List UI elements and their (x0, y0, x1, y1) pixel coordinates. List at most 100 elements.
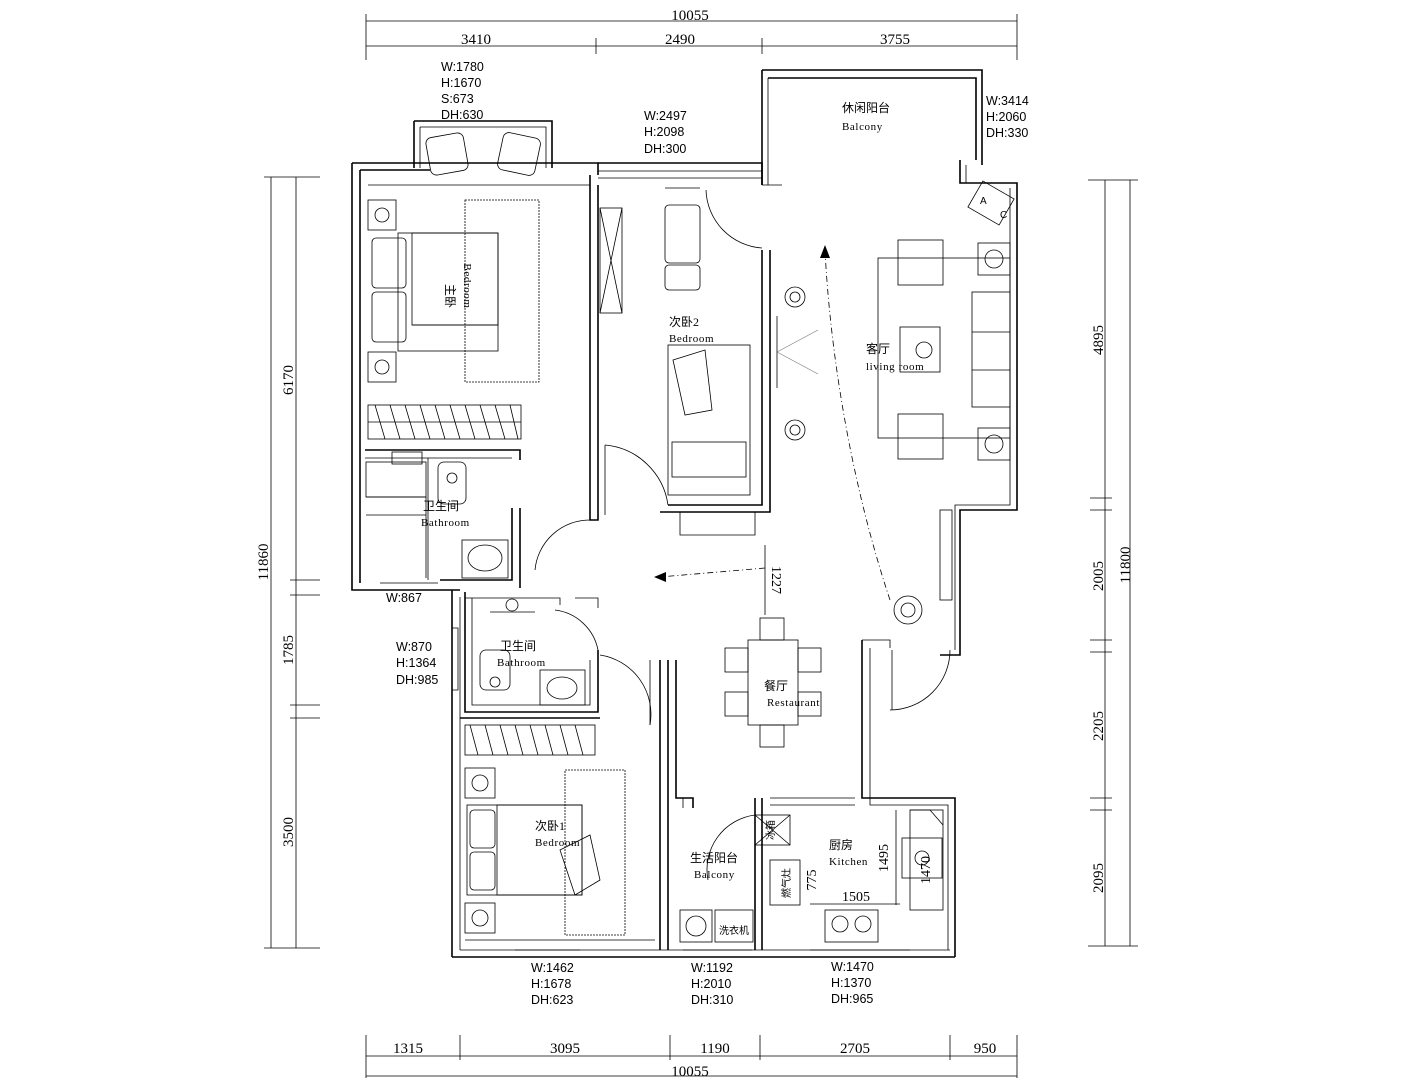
right-dimension-chain: 11800 4895 2005 2205 2095 (1088, 179, 1138, 947)
window-note-kitchen-south: W:1470 H:1370 DH:965 (831, 960, 874, 1006)
svg-text:卫生间: 卫生间 (500, 639, 536, 653)
room-label-kitchen: 厨房 Kitchen (829, 837, 868, 868)
bottom-dimension-4: 2705 (840, 1041, 870, 1057)
room-label-living-room: 客厅 living room (866, 341, 924, 373)
room-label-bedroom1: 次卧1 Bedroom (535, 819, 580, 849)
ac-label-a: A (980, 196, 987, 207)
room-label-restaurant: 餐厅 Restaurant (764, 678, 820, 709)
window-note-leisure-balcony: W:3414 H:2060 DH:330 (986, 94, 1029, 140)
svg-text:H:1670: H:1670 (441, 76, 481, 90)
right-dimension-4: 2095 (1091, 863, 1107, 893)
svg-text:Balcony: Balcony (694, 869, 735, 881)
svg-text:living room: living room (866, 361, 924, 373)
svg-text:DH:330: DH:330 (986, 126, 1028, 140)
svg-text:DH:985: DH:985 (396, 673, 438, 687)
ac-label-c: C (1000, 210, 1007, 221)
window-note-bath-west: W:867 (386, 591, 422, 605)
window-note-north-bedroom2: W:2497 H:2098 DH:300 (644, 109, 687, 156)
svg-text:H:2098: H:2098 (644, 125, 684, 139)
door-swings (534, 189, 951, 881)
svg-text:主卧: 主卧 (443, 284, 457, 308)
svg-text:Bedroom: Bedroom (535, 837, 580, 849)
room-label-master-bedroom: 主卧 Bedroom (443, 263, 473, 308)
kitchen-width-dimension: 1505 (842, 890, 870, 905)
svg-text:休闲阳台: 休闲阳台 (842, 100, 890, 115)
svg-text:H:1364: H:1364 (396, 656, 436, 670)
window-note-master-bay: W:1780 H:1670 S:673 DH:630 (441, 60, 484, 122)
svg-text:Bedroom: Bedroom (669, 333, 714, 345)
window-note-bath2-west: W:870 H:1364 DH:985 (396, 640, 438, 687)
svg-text:W:1470: W:1470 (831, 960, 874, 974)
top-dimension-1: 3410 (461, 32, 491, 48)
right-dimension-2: 2005 (1091, 561, 1107, 591)
kitchen-fixtures: 燃气灶 冰箱 (764, 820, 930, 933)
room-label-bathroom2: 卫生间 Bathroom (497, 639, 546, 669)
svg-text:厨房: 厨房 (829, 837, 853, 852)
window-note-service-balcony-south: W:1192 H:2010 DH:310 (691, 961, 733, 1007)
svg-text:DH:300: DH:300 (644, 142, 686, 156)
top-dimension-3: 3755 (880, 32, 910, 48)
room-label-bathroom1: 卫生间 Bathroom (421, 499, 470, 529)
bottom-dimension-5: 950 (974, 1041, 997, 1057)
room-label-leisure-balcony: 休闲阳台 Balcony (842, 100, 890, 133)
svg-text:生活阳台: 生活阳台 (690, 850, 738, 865)
left-dimension-chain: 11860 6170 1785 3500 (256, 176, 320, 949)
top-total-dimension: 10055 (671, 8, 709, 24)
top-dimension-2: 2490 (665, 32, 695, 48)
bathroom1-fixtures (365, 451, 509, 579)
svg-text:W:2497: W:2497 (644, 109, 687, 123)
svg-text:W:1192: W:1192 (691, 961, 733, 975)
master-bed (367, 184, 590, 383)
left-dimension-1: 6170 (281, 365, 297, 395)
bedroom1-furniture (464, 767, 655, 941)
kitchen-cabinet-dimension: 1470 (919, 856, 934, 884)
svg-text:S:673: S:673 (441, 92, 474, 106)
svg-text:DH:630: DH:630 (441, 108, 483, 122)
corridor-dimension: 1227 (768, 566, 783, 594)
svg-text:W:867: W:867 (386, 591, 422, 605)
left-dimension-3: 3500 (281, 817, 297, 847)
living-room-furniture: A C (877, 180, 1015, 601)
kitchen-side-dimension: 775 (805, 870, 820, 891)
svg-text:H:2060: H:2060 (986, 110, 1026, 124)
room-label-bedroom2: 次卧2 Bedroom (669, 315, 714, 345)
window-frames (515, 949, 910, 958)
svg-text:H:1678: H:1678 (531, 977, 571, 991)
left-outer-dimension: 11860 (256, 544, 272, 581)
master-bay-cushions (425, 132, 541, 176)
svg-text:Bathroom: Bathroom (497, 657, 546, 669)
circulation-arrows (654, 245, 891, 601)
svg-text:DH:623: DH:623 (531, 993, 573, 1007)
bottom-dimension-3: 1190 (700, 1041, 729, 1057)
left-dimension-2: 1785 (281, 635, 297, 665)
svg-text:W:1780: W:1780 (441, 60, 484, 74)
plants (784, 286, 923, 625)
svg-text:客厅: 客厅 (866, 341, 890, 356)
fridge-label: 冰箱 (764, 820, 777, 840)
interior-walls (365, 175, 944, 950)
svg-text:Balcony: Balcony (842, 121, 883, 133)
room-label-service-balcony: 生活阳台 Balcony (690, 850, 738, 881)
kitchen-height-dimension: 1495 (877, 844, 892, 872)
dining-table (724, 617, 822, 748)
svg-text:餐厅: 餐厅 (764, 678, 788, 693)
svg-text:Bathroom: Bathroom (421, 517, 470, 529)
svg-text:Kitchen: Kitchen (829, 856, 868, 868)
service-balcony-fixtures: 洗衣机 (679, 909, 754, 943)
stove-label: 燃气灶 (780, 868, 793, 898)
right-dimension-1: 4895 (1091, 325, 1107, 355)
svg-text:W:3414: W:3414 (986, 94, 1029, 108)
washer-label: 洗衣机 (719, 924, 749, 937)
svg-text:W:1462: W:1462 (531, 961, 574, 975)
svg-text:卫生间: 卫生间 (423, 499, 459, 513)
svg-text:H:1370: H:1370 (831, 976, 871, 990)
svg-text:DH:310: DH:310 (691, 993, 733, 1007)
window-note-bedroom1-south: W:1462 H:1678 DH:623 (531, 961, 574, 1007)
bedroom2-furniture (664, 187, 751, 496)
top-dimension-chain: 10055 3410 2490 3755 (365, 8, 1018, 60)
svg-text:次卧1: 次卧1 (535, 819, 565, 833)
svg-text:Restaurant: Restaurant (767, 697, 820, 709)
inner-dimensions: 1227 1495 1505 1470 775 (764, 545, 934, 905)
right-outer-dimension: 11800 (1118, 547, 1134, 584)
